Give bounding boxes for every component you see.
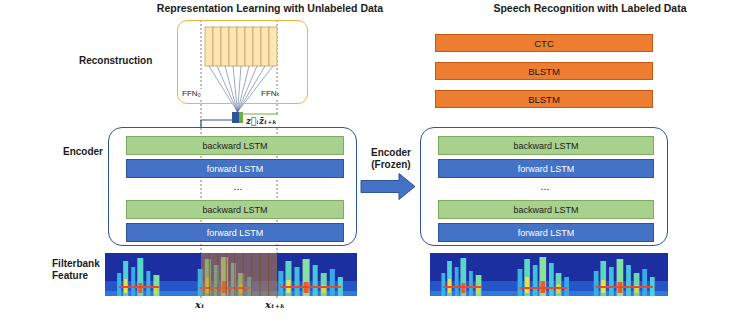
section-label: Reconstruction (79, 55, 174, 67)
layer-name: CTC (534, 38, 554, 49)
frame-symbol: xₜ (194, 299, 206, 311)
vector-symbol: z̄ₜ₊ₖ (258, 115, 278, 127)
layer-name: forward LSTM (207, 164, 264, 174)
section-label: Encoder (Frozen) (363, 147, 419, 171)
ffn-label: FFNₖ (260, 89, 281, 99)
ctc-layer: CTC (435, 34, 653, 52)
ffn-label: FFN₀ (181, 89, 202, 99)
blstm-layer: BLSTM (435, 90, 653, 108)
transfer-arrow (361, 174, 415, 200)
reconstruction-box: ReconstructionFFN₀FFNₖ (177, 20, 308, 104)
layer-name: BLSTM (528, 66, 560, 77)
lstm-layer: backward LSTM (438, 200, 654, 219)
layer-name: backward LSTM (202, 205, 267, 215)
layer-name: backward LSTM (513, 205, 578, 215)
layer-name: forward LSTM (518, 164, 575, 174)
section-label: Encoder (49, 146, 103, 158)
lstm-layer: backward LSTM (438, 136, 654, 155)
frame-symbol: xₜ₊ₖ (264, 299, 286, 311)
layer-name: forward LSTM (207, 228, 264, 238)
lstm-layer: forward LSTM (126, 223, 344, 242)
blstm-layer: BLSTM (435, 62, 653, 80)
layer-name: backward LSTM (202, 141, 267, 151)
lstm-layer: forward LSTM (438, 159, 654, 178)
lstm-layer: forward LSTM (438, 223, 654, 242)
lstm-layer: backward LSTM (126, 136, 344, 155)
section-label: Filterbank Feature (52, 258, 108, 282)
panel-title: Speech Recognition with Labeled Data (450, 2, 730, 14)
layer-name: BLSTM (528, 94, 560, 105)
ellipsis: ... (531, 180, 559, 192)
panel-title: Representation Learning with Unlabeled D… (130, 2, 410, 14)
layer-name: backward LSTM (513, 141, 578, 151)
layer-name: forward LSTM (518, 228, 575, 238)
lstm-layer: backward LSTM (126, 200, 344, 219)
encoder-box: Encoderbackward LSTMforward LSTMbackward… (108, 127, 357, 246)
lstm-layer: forward LSTM (126, 159, 344, 178)
ellipsis: ... (224, 180, 252, 192)
